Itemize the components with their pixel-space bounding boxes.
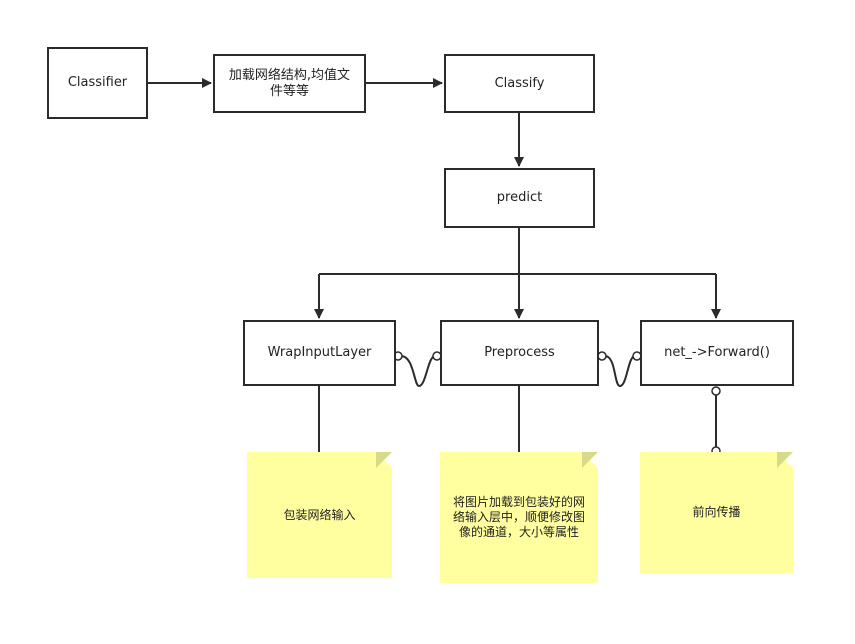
node-wrap-input-layer[interactable]: WrapInputLayer — [243, 320, 396, 386]
node-label: 加载网络结构,均值文件等等 — [228, 67, 351, 99]
node-label: Preprocess — [484, 345, 555, 360]
node-forward[interactable]: net_->Forward() — [640, 320, 794, 386]
note-connector-circle — [711, 386, 721, 396]
node-label: Classifier — [67, 75, 128, 90]
node-label: WrapInputLayer — [267, 345, 372, 360]
note-text: 包装网络输入 — [283, 507, 356, 522]
node-predict[interactable]: predict — [444, 168, 595, 228]
node-label: net_->Forward() — [664, 345, 770, 360]
node-load-network[interactable]: 加载网络结构,均值文件等等 — [213, 54, 366, 113]
node-classifier[interactable]: Classifier — [47, 47, 148, 119]
link-end-circle — [597, 351, 607, 361]
node-label: predict — [496, 190, 543, 205]
note-forward[interactable]: 前向传播 — [640, 452, 793, 573]
note-text: 将图片加载到包装好的网络输入层中，顺便修改图像的通道，大小等属性 — [452, 495, 585, 539]
node-classify[interactable]: Classify — [444, 54, 595, 113]
node-label: Classify — [494, 75, 545, 91]
note-preprocess[interactable]: 将图片加载到包装好的网络输入层中，顺便修改图像的通道，大小等属性 — [440, 452, 598, 583]
note-text: 前向传播 — [692, 505, 741, 519]
node-preprocess[interactable]: Preprocess — [440, 320, 599, 386]
link-preprocess-forward — [604, 355, 636, 388]
link-wrap-preprocess — [400, 355, 436, 388]
note-fold-corner — [777, 452, 793, 468]
note-fold-corner — [376, 452, 392, 468]
note-wrap-input-layer[interactable]: 包装网络输入 — [247, 452, 392, 578]
note-fold-corner — [582, 452, 598, 468]
